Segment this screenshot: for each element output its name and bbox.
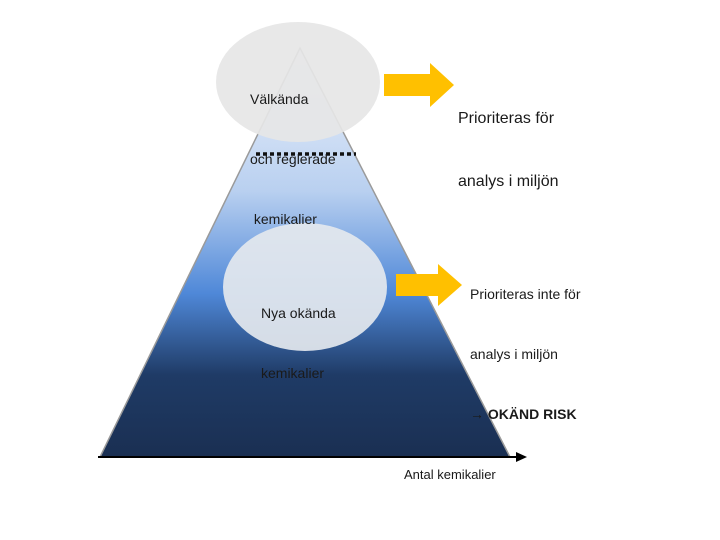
- unknown-risk-text: OKÄND RISK: [487, 406, 577, 422]
- prioritized-line-1: Prioriteras för: [458, 110, 555, 127]
- prioritized-text: Prioriteras för analys i miljön: [458, 66, 558, 213]
- arrow-middle: [396, 264, 462, 306]
- prioritized-line-2: analys i miljön: [458, 173, 559, 190]
- arrow-top: [384, 63, 454, 107]
- known-chemicals-ellipse: [216, 22, 380, 142]
- unknown-chemicals-label: Nya okända kemikalier: [261, 263, 336, 403]
- x-axis-label: Antal kemikalier: [404, 467, 496, 482]
- not-prioritized-text: Prioriteras inte för analys i miljön → O…: [470, 244, 580, 444]
- right-arrow-icon: →: [470, 406, 484, 422]
- x-axis-arrowhead: [516, 452, 527, 462]
- known-chemicals-line-2: och reglerade: [250, 151, 336, 167]
- unknown-risk-line: → OKÄND RISK: [470, 404, 580, 424]
- not-prioritized-line-2: analys i miljön: [470, 346, 558, 362]
- unknown-chemicals-ellipse: [223, 223, 387, 351]
- known-chemicals-line-3: kemikalier: [250, 211, 317, 227]
- not-prioritized-line-1: Prioriteras inte för: [470, 286, 581, 302]
- unknown-chemicals-line-1: Nya okända: [261, 305, 336, 321]
- known-chemicals-label: Välkända och reglerade kemikalier: [250, 49, 336, 249]
- unknown-chemicals-line-2: kemikalier: [261, 365, 325, 381]
- known-chemicals-line-1: Välkända: [250, 91, 309, 107]
